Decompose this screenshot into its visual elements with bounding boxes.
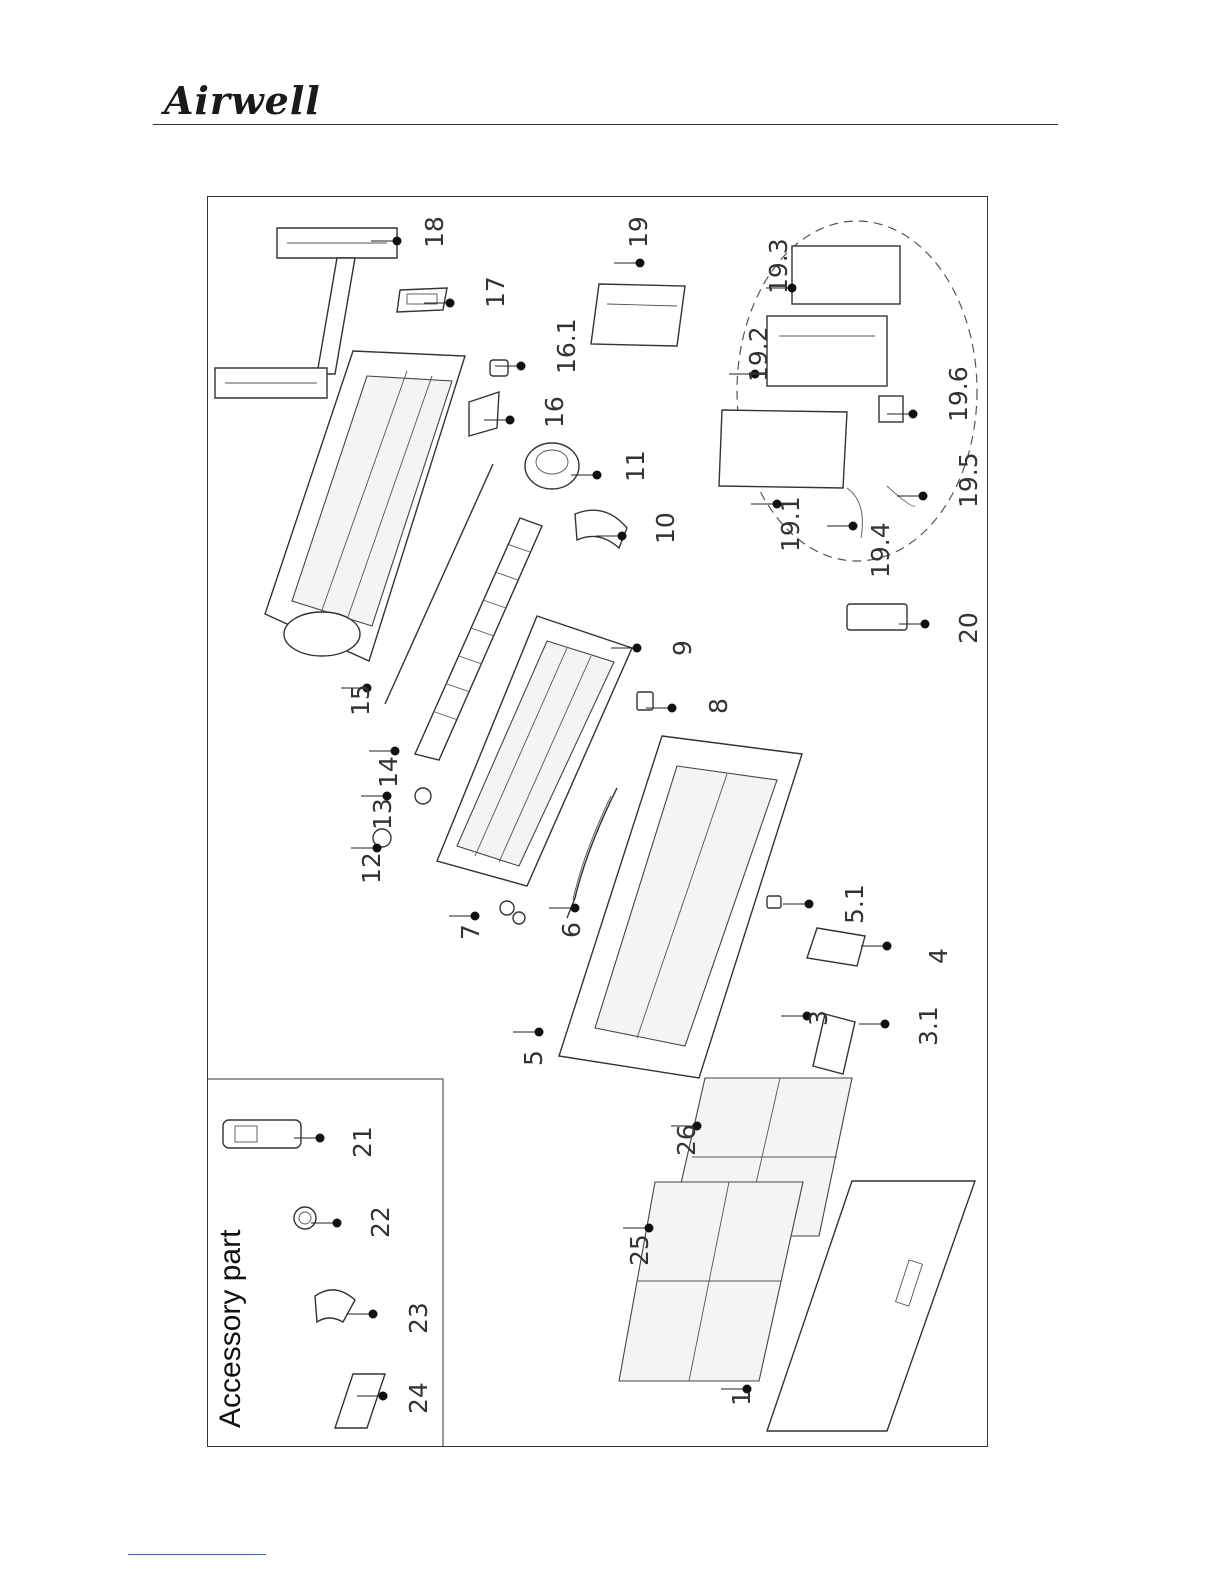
- callout-dot-p21: [316, 1134, 325, 1143]
- accessory-24-filter-pad: [335, 1374, 385, 1428]
- callout-dot-p19_4: [849, 522, 858, 531]
- exploded-view-diagram: Accessory part: [207, 196, 988, 1447]
- callout-label-p13: 13: [368, 798, 397, 830]
- callout-dot-p22: [333, 1219, 342, 1228]
- callout-label-p16_1: 16.1: [552, 318, 581, 374]
- part-19-4-sensor-wire: [847, 488, 862, 538]
- accessory-23-fitting: [315, 1290, 355, 1322]
- part-5-front-frame: [559, 736, 802, 1078]
- callout-label-p6: 6: [557, 922, 586, 938]
- callout-dot-p5: [535, 1028, 544, 1037]
- part-16-side-bracket: [469, 392, 499, 436]
- part-25-filter: [619, 1182, 803, 1381]
- part-19-6-terminal: [879, 396, 903, 422]
- callout-dot-p10: [618, 532, 627, 541]
- part-10-motor-cover: [575, 510, 627, 548]
- callout-dot-p12: [373, 844, 382, 853]
- callout-dot-p24: [379, 1392, 388, 1401]
- callout-dot-p20: [921, 620, 930, 629]
- callout-label-p19_6: 19.6: [944, 366, 973, 422]
- callout-dot-p11: [593, 471, 602, 480]
- part-8-clip: [637, 692, 653, 710]
- callout-dot-p16: [506, 416, 515, 425]
- callout-label-p3: 3: [804, 1010, 833, 1026]
- part-4-cover: [807, 928, 865, 966]
- callout-label-p18: 18: [420, 216, 449, 248]
- part-5-1-clip: [767, 896, 781, 908]
- callout-label-p25: 25: [625, 1234, 654, 1266]
- part-17-bracket: [397, 288, 447, 312]
- callout-label-p19_5: 19.5: [954, 452, 983, 508]
- part-16-1: [490, 360, 508, 376]
- callout-label-p19_1: 19.1: [776, 496, 805, 552]
- part-19-3-cover: [792, 246, 900, 304]
- callout-dot-p18: [393, 237, 402, 246]
- callout-dot-p25: [645, 1224, 654, 1233]
- callout-dot-p14: [391, 747, 400, 756]
- callout-label-p26: 26: [672, 1124, 701, 1156]
- callout-dot-p6: [571, 904, 580, 913]
- callout-label-p19_4: 19.4: [866, 522, 895, 578]
- callout-dot-p19_5: [919, 492, 928, 501]
- callout-label-p7: 7: [456, 924, 485, 940]
- callout-label-p12: 12: [357, 852, 386, 884]
- footer-rule: [128, 1554, 266, 1555]
- part-7-sensor: [500, 901, 525, 924]
- callout-label-p19_3: 19.3: [764, 238, 793, 294]
- callout-dot-p17: [446, 299, 455, 308]
- part-19-2-box: [767, 316, 887, 386]
- callout-label-p9: 9: [668, 640, 697, 656]
- callout-label-p23: 23: [404, 1302, 433, 1334]
- callout-dot-p19_6: [909, 410, 918, 419]
- callout-label-p15: 15: [346, 684, 375, 716]
- callout-dot-p3_1: [881, 1020, 890, 1029]
- part-19-control-box: [591, 284, 685, 346]
- part-19-1-housing: [719, 410, 847, 488]
- callout-label-p8: 8: [704, 698, 733, 714]
- callout-label-p4: 4: [924, 948, 953, 964]
- callout-label-p22: 22: [366, 1206, 395, 1238]
- callout-label-p10: 10: [651, 512, 680, 544]
- callout-dot-p5_1: [805, 900, 814, 909]
- accessory-title: Accessory part: [214, 1229, 247, 1428]
- callout-label-p1: 1: [727, 1390, 756, 1406]
- callout-label-p5_1: 5.1: [840, 884, 869, 924]
- part-13-bearing: [415, 788, 431, 804]
- callout-label-p21: 21: [348, 1126, 377, 1158]
- callout-label-p3_1: 3.1: [914, 1006, 943, 1046]
- callout-dot-p4: [883, 942, 892, 951]
- part-11-motor: [525, 443, 579, 489]
- callout-dot-p19: [636, 259, 645, 268]
- callout-dot-p23: [369, 1310, 378, 1319]
- callout-label-p17: 17: [481, 276, 510, 308]
- accessory-22-ring: [294, 1207, 316, 1229]
- callout-dot-p16_1: [517, 362, 526, 371]
- callout-label-p24: 24: [404, 1382, 433, 1414]
- accessory-21-remote: [223, 1120, 301, 1148]
- callout-label-p16: 16: [540, 396, 569, 428]
- callout-label-p11: 11: [621, 450, 650, 482]
- header-rule: [153, 124, 1058, 125]
- callout-label-p14: 14: [374, 756, 403, 788]
- callout-label-p19_2: 19.2: [744, 326, 773, 382]
- callout-label-p20: 20: [954, 612, 983, 644]
- callout-label-p5: 5: [519, 1050, 548, 1066]
- brand-logo: Airwell: [164, 78, 321, 123]
- callout-dot-p9: [633, 644, 642, 653]
- callout-dot-p8: [668, 704, 677, 713]
- callout-dot-p7: [471, 912, 480, 921]
- callout-label-p19: 19: [624, 216, 653, 248]
- part-20-board: [847, 604, 907, 630]
